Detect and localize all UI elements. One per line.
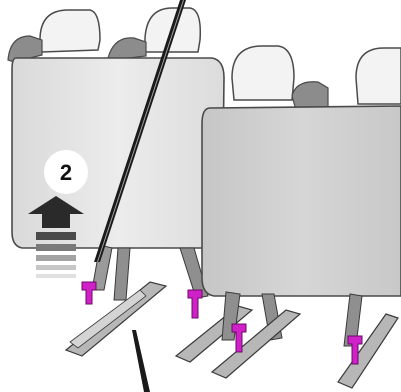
right-seat	[202, 46, 401, 388]
headrest-right-1	[232, 46, 294, 100]
right-seatback	[202, 106, 401, 296]
headrest-left-1	[40, 10, 100, 52]
seat-latch-icon	[188, 290, 202, 318]
headrest-right-2	[356, 48, 401, 104]
step-badge: 2	[45, 151, 87, 193]
seat-latch-icon	[82, 282, 96, 304]
step-number: 2	[60, 160, 72, 185]
